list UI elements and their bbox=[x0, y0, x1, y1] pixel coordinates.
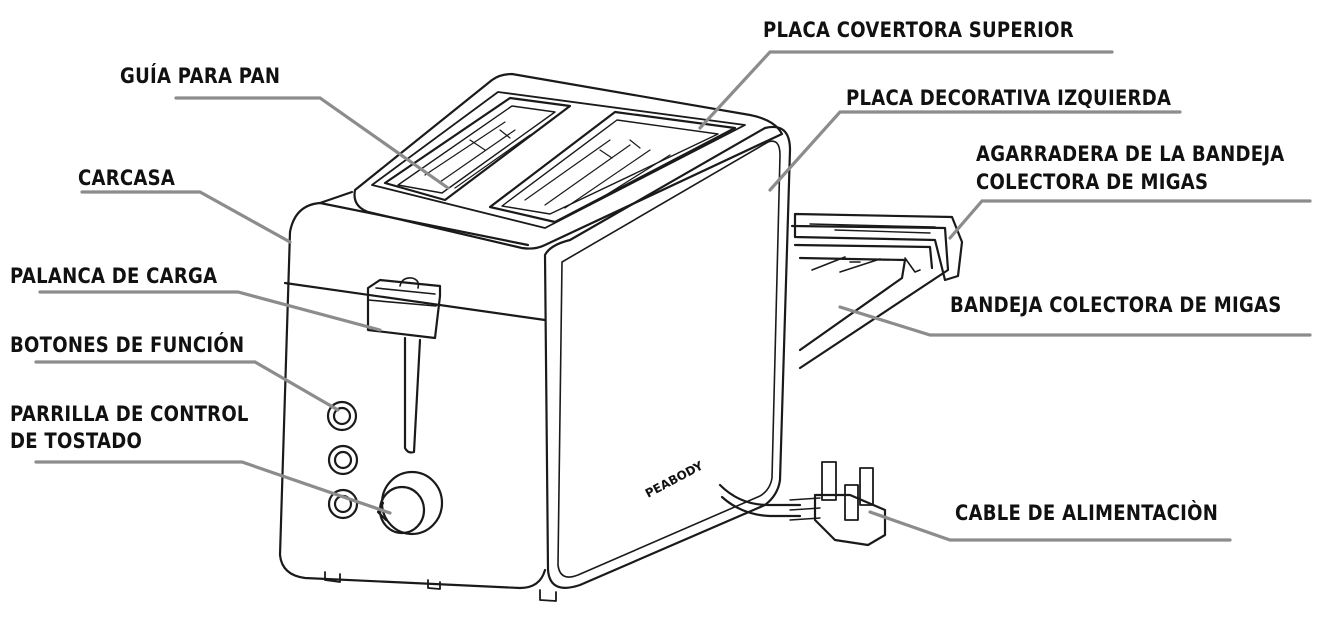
label-botones-de-funcion: BOTONES DE FUNCIÓN bbox=[10, 333, 245, 357]
leader-guia-para-pan bbox=[174, 96, 450, 190]
leader-agarradera bbox=[948, 199, 1312, 240]
label-placa-decorativa-izquierda: PLACA DECORATIVA IZQUIERDA bbox=[846, 86, 1172, 110]
label-carcasa: CARCASA bbox=[78, 166, 176, 190]
crumb-tray-handle bbox=[793, 212, 964, 282]
leader-placa-decorativa-izquierda bbox=[768, 110, 1182, 192]
label-parrilla-line2: DE TOSTADO bbox=[10, 429, 143, 453]
label-palanca-de-carga: PALANCA DE CARGA bbox=[10, 264, 218, 288]
leader-parrilla-de-control bbox=[34, 460, 392, 515]
leader-lines bbox=[34, 50, 1312, 542]
function-buttons bbox=[326, 400, 359, 520]
bread-guide bbox=[383, 96, 737, 224]
crumb-tray bbox=[790, 224, 950, 370]
label-agarradera-line1: AGARRADERA DE LA BANDEJA bbox=[976, 142, 1285, 166]
top-cover-plate bbox=[371, 91, 746, 229]
brand-logo: PEABODY bbox=[643, 458, 706, 500]
leader-botones-de-funcion bbox=[34, 360, 340, 412]
label-cable-de-alimentacion: CABLE DE ALIMENTACIÒN bbox=[955, 501, 1219, 525]
label-guia-para-pan: GUÍA PARA PAN bbox=[120, 64, 281, 88]
label-agarradera-line2: COLECTORA DE MIGAS bbox=[976, 170, 1209, 194]
label-bandeja-colectora: BANDEJA COLECTORA DE MIGAS bbox=[950, 293, 1282, 317]
leader-palanca-de-carga bbox=[38, 290, 382, 332]
leader-carcasa bbox=[80, 190, 292, 244]
toaster-body bbox=[278, 72, 792, 602]
leader-placa-covertora-superior bbox=[698, 50, 1114, 130]
carriage-lever bbox=[366, 277, 442, 454]
label-parrilla-line1: PARRILLA DE CONTROL bbox=[10, 402, 249, 426]
label-placa-covertora-superior: PLACA COVERTORA SUPERIOR bbox=[763, 18, 1074, 42]
power-cable bbox=[718, 461, 887, 547]
leader-bandeja-colectora bbox=[838, 305, 1312, 337]
browning-control-knob bbox=[376, 470, 444, 536]
leader-cable-de-alimentacion bbox=[868, 510, 1232, 542]
